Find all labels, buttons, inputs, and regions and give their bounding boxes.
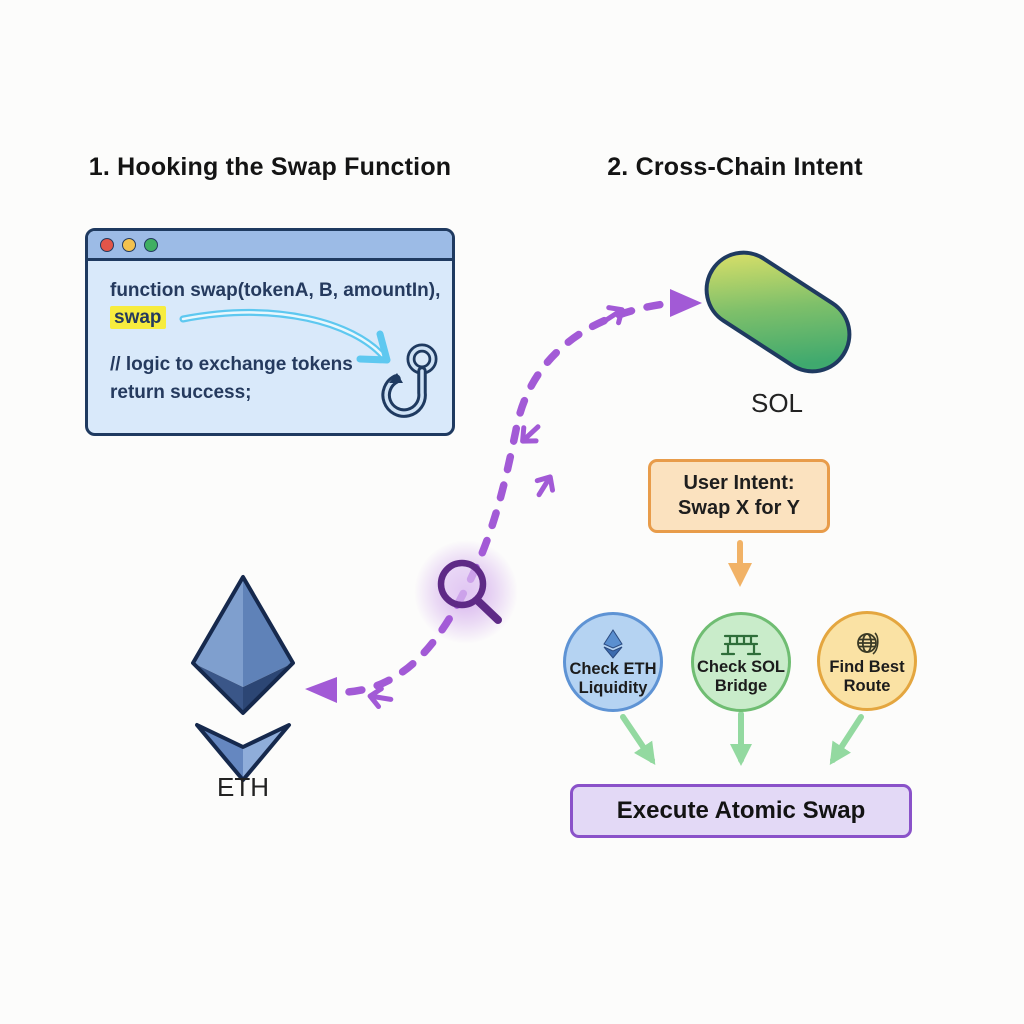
code-editor-window[interactable]: function swap(tokenA, B, amountIn), swap… — [85, 228, 455, 436]
globe-icon — [857, 632, 879, 655]
magnifier-icon — [414, 540, 518, 644]
bridge-icon — [720, 634, 762, 656]
code-body: function swap(tokenA, B, amountIn), swap… — [88, 261, 452, 404]
minimize-dot-icon[interactable] — [122, 237, 136, 252]
ethereum-logo-icon — [191, 575, 295, 782]
window-title-bar — [88, 231, 452, 261]
sol-label: SOL — [750, 388, 804, 418]
purple-dashed-path — [305, 289, 702, 708]
close-dot-icon[interactable] — [100, 237, 114, 252]
code-line-comment: // logic to exchange tokens — [110, 354, 353, 376]
execute-atomic-swap-box[interactable]: Execute Atomic Swap — [570, 784, 912, 838]
find-best-route-label: Find Best Route — [829, 658, 905, 695]
execute-atomic-swap-label: Execute Atomic Swap — [616, 797, 866, 824]
check-sol-bridge-label: Check SOL Bridge — [696, 658, 786, 695]
code-line-function: function swap(tokenA, B, amountIn), — [110, 280, 441, 301]
check-eth-liquidity-circle[interactable]: Check ETH Liquidity — [563, 612, 663, 712]
check-sol-bridge-circle[interactable]: Check SOL Bridge — [691, 612, 791, 712]
arrowhead-to-eth — [305, 677, 337, 703]
arrowhead-to-sol — [670, 289, 702, 317]
section-title-hooking: 1. Hooking the Swap Function — [88, 153, 452, 181]
user-intent-box[interactable]: User Intent: Swap X for Y — [648, 459, 830, 533]
user-intent-line1: User Intent: — [683, 472, 795, 494]
code-line-return: return success; — [110, 381, 252, 403]
maximize-dot-icon[interactable] — [144, 237, 158, 252]
user-intent-line2: Swap X for Y — [678, 497, 800, 519]
check-eth-liquidity-label: Check ETH Liquidity — [569, 660, 657, 697]
find-best-route-circle[interactable]: Find Best Route — [817, 611, 917, 711]
highlighted-swap-token[interactable]: swap — [110, 306, 166, 330]
eth-diamond-icon — [603, 629, 623, 659]
section-title-intent: 2. Cross-Chain Intent — [607, 153, 863, 181]
eth-label: ETH — [217, 772, 269, 802]
green-arrows — [620, 711, 864, 766]
sol-pill-icon — [704, 250, 852, 374]
